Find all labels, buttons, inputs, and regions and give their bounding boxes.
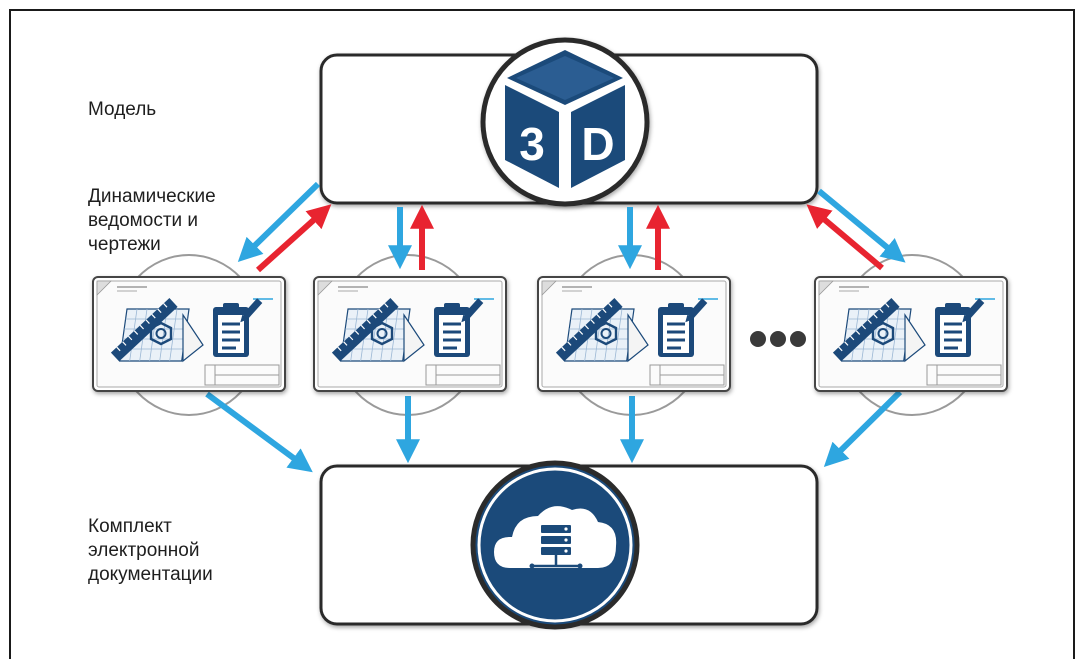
cube-right-text: D [581, 118, 614, 170]
drawing-sheet [91, 275, 287, 393]
ellipsis-dot [770, 331, 786, 347]
cube-left-text: 3 [519, 118, 545, 170]
arrows-to-docset [205, 389, 903, 473]
drawing-sheet [312, 275, 508, 393]
dynamic-docs-label: Динамические ведомости и чертежи [88, 186, 216, 255]
ellipsis-dot [790, 331, 806, 347]
arrows-to-model [255, 204, 884, 273]
docset-label: Комплект электронной документации [88, 516, 213, 585]
cloud-server-icon [470, 460, 640, 630]
model-label: Модель [88, 99, 157, 120]
arrow-blue [237, 181, 321, 263]
ellipsis-dot [750, 331, 766, 347]
drawing-sheet [536, 275, 732, 393]
arrow-red [806, 204, 884, 271]
drawing-sheet [813, 275, 1009, 393]
arrow-blue [205, 391, 313, 473]
arrow-red [255, 204, 332, 273]
3d-cube-icon: 3 D [480, 37, 650, 207]
arrow-blue [823, 389, 903, 468]
arrow-blue [817, 188, 906, 263]
outer-frame [9, 9, 1075, 659]
arrows-from-model [237, 181, 906, 270]
more-sheets-ellipsis [750, 331, 806, 347]
